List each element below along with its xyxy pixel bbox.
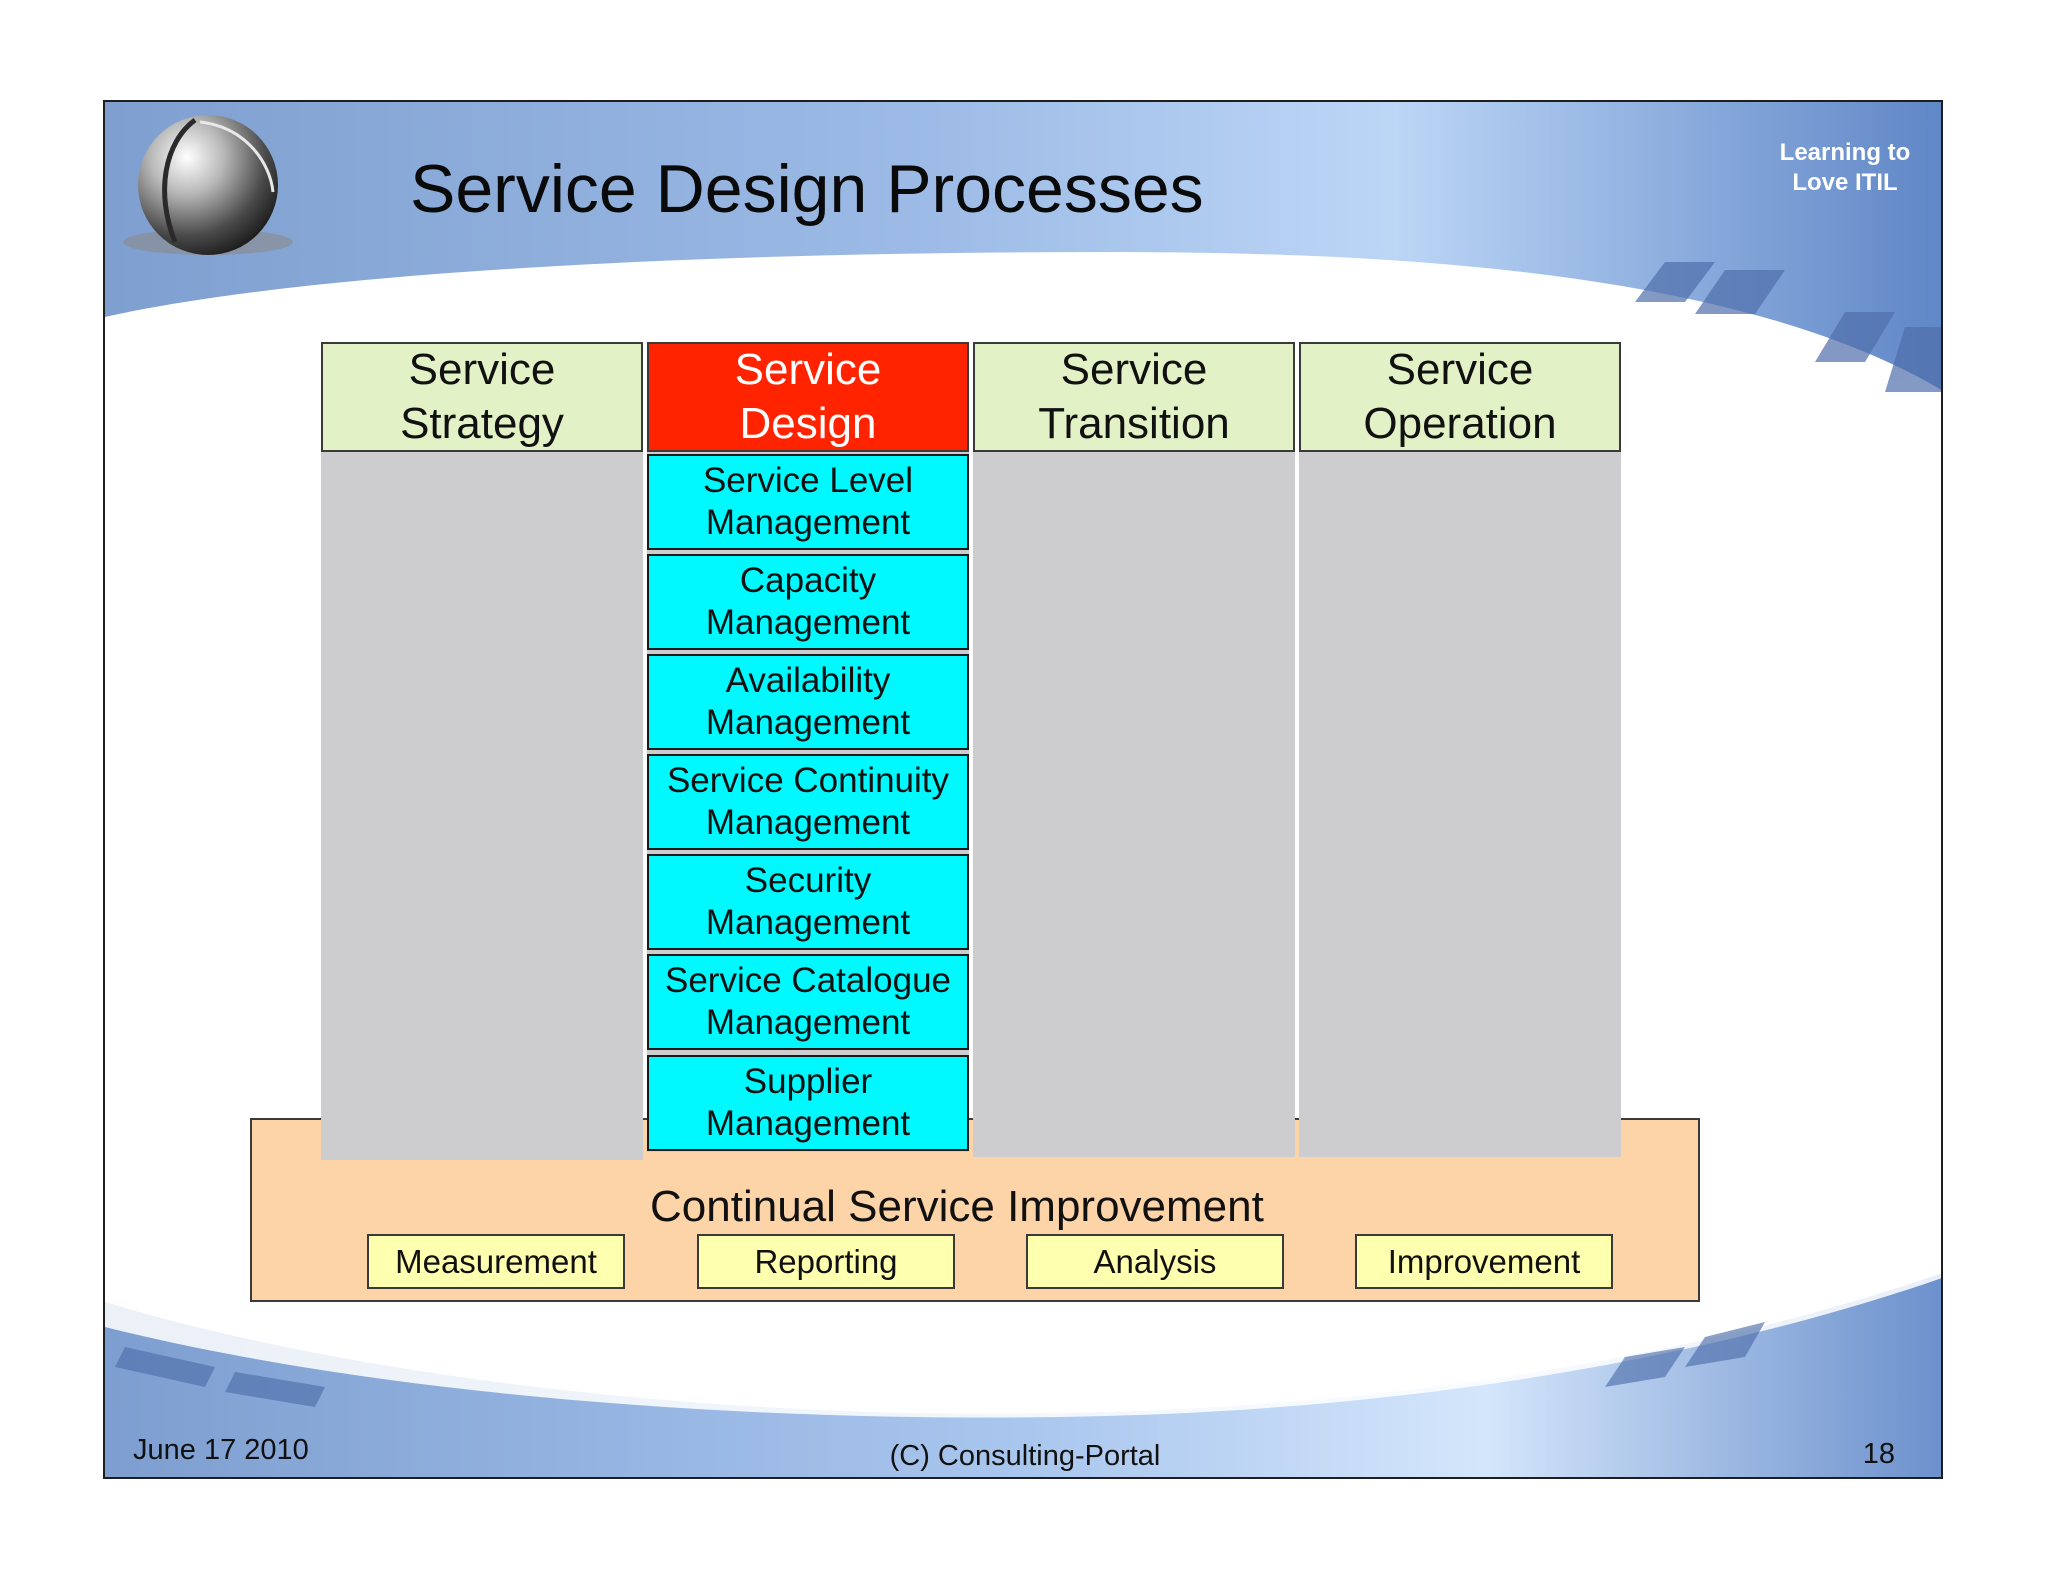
footer-date: June 17 2010: [133, 1434, 309, 1466]
process-security-management: Security Management: [647, 854, 969, 950]
page-number: 18: [1862, 1438, 1895, 1470]
phase-label-line2: Design: [739, 399, 877, 448]
csi-step-measurement: Measurement: [367, 1234, 625, 1289]
process-label-line1: Service Continuity: [666, 761, 950, 800]
process-label-line2: Management: [705, 703, 911, 742]
phase-label-line2: Strategy: [400, 399, 564, 448]
process-label-line1: Security: [744, 861, 872, 900]
footer-copyright: (C) Consulting-Portal: [889, 1440, 1161, 1472]
process-service-level-management: Service Level Management: [647, 454, 969, 550]
process-label-line2: Management: [705, 503, 911, 542]
process-service-catalogue-management: Service Catalogue Management: [647, 954, 969, 1050]
brand-tagline-line1: Learning to: [1779, 139, 1911, 166]
process-label-line2: Management: [705, 603, 911, 642]
slide-background: [105, 102, 1941, 1477]
phase-header-design: Service Design: [647, 342, 969, 452]
csi-title: Continual Service Improvement: [650, 1182, 1264, 1231]
column-body-operation: [1299, 452, 1621, 1157]
phase-label-line1: Service: [408, 345, 556, 394]
phase-header-operation: Service Operation: [1299, 342, 1621, 452]
phase-header-strategy: Service Strategy: [321, 342, 643, 452]
phase-label-line1: Service: [734, 345, 882, 394]
process-label-line1: Availability: [725, 661, 891, 700]
csi-step-reporting: Reporting: [697, 1234, 955, 1289]
csi-step-analysis: Analysis: [1026, 1234, 1284, 1289]
process-label-line1: Service Level: [702, 461, 914, 500]
slide: Service Design Processes Learning to Lov…: [103, 100, 1943, 1479]
phase-label-line1: Service: [1386, 345, 1534, 394]
process-service-continuity-management: Service Continuity Management: [647, 754, 969, 850]
brand-tagline-line2: Love ITIL: [1792, 169, 1898, 196]
phase-label-line2: Operation: [1363, 399, 1557, 448]
process-label-line1: Service Catalogue: [665, 961, 951, 1000]
process-label-line2: Management: [705, 803, 911, 842]
slide-title: Service Design Processes: [410, 151, 1204, 227]
process-label-line2: Management: [705, 1003, 911, 1042]
process-supplier-management: Supplier Management: [647, 1055, 969, 1151]
process-label-line1: Capacity: [739, 561, 877, 600]
column-body-transition: [973, 452, 1295, 1157]
phase-label-line2: Transition: [1038, 399, 1230, 448]
phase-header-transition: Service Transition: [973, 342, 1295, 452]
brand-tagline: Learning to Love ITIL: [1745, 138, 1941, 198]
process-label-line2: Management: [705, 903, 911, 942]
phase-label-line1: Service: [1060, 345, 1208, 394]
process-label-line1: Supplier: [743, 1062, 873, 1101]
column-body-strategy: [321, 452, 643, 1160]
process-availability-management: Availability Management: [647, 654, 969, 750]
process-capacity-management: Capacity Management: [647, 554, 969, 650]
process-label-line2: Management: [705, 1104, 911, 1143]
csi-step-improvement: Improvement: [1355, 1234, 1613, 1289]
